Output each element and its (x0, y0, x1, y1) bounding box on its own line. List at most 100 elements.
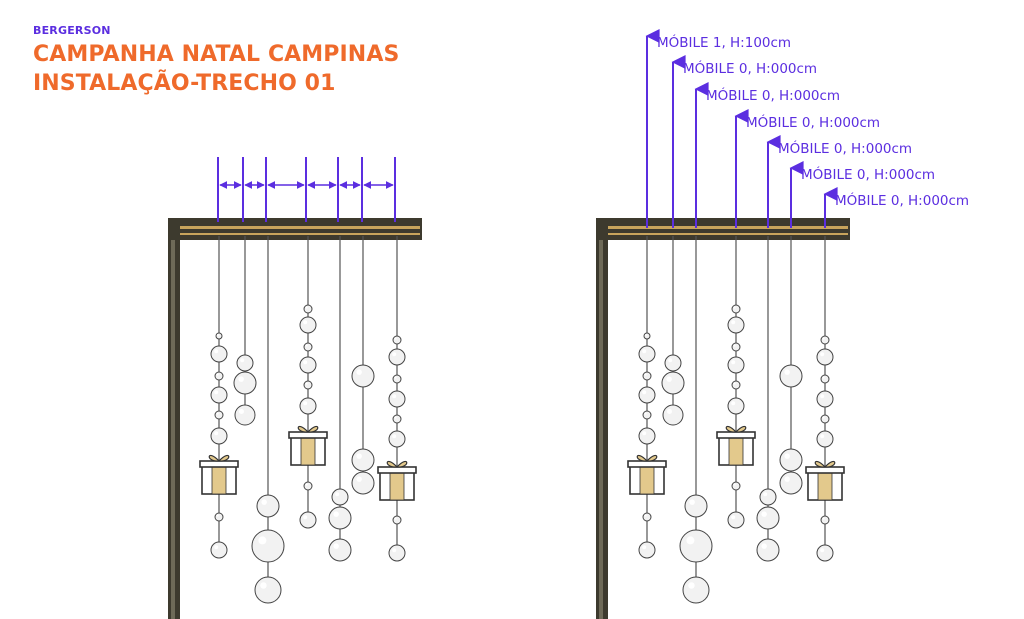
ornament-highlight (731, 360, 736, 365)
ornament-highlight (356, 369, 362, 375)
gift-ribbon (817, 469, 833, 501)
ornament-ball (214, 512, 224, 522)
ornament-ball (642, 371, 652, 381)
mobile-label: MÓBILE 0, H:000cm (683, 59, 817, 77)
ornament-highlight (356, 453, 362, 459)
ornament-ball (820, 414, 830, 424)
ornament-ball (638, 427, 656, 445)
ornament-ball (210, 345, 228, 363)
ornament-highlight (394, 517, 397, 520)
ornament-highlight (392, 434, 397, 439)
ornament-ball (351, 471, 375, 495)
ornament-highlight (214, 390, 219, 395)
ornament-highlight (394, 337, 397, 340)
ornament-ball (816, 348, 834, 366)
gift-bow (208, 454, 230, 462)
ornament-ball (215, 332, 223, 340)
ornament-ball (256, 494, 280, 518)
ornament-highlight (642, 431, 647, 436)
header: BERGERSON CAMPANHA NATAL CAMPINAS INSTAL… (33, 24, 399, 98)
ornament-ball (214, 410, 224, 420)
ornament-ball (731, 380, 741, 390)
ornament-highlight (261, 499, 267, 505)
mobile-height-callout: MÓBILE 0, H:000cm (823, 187, 969, 228)
gift-lid (199, 460, 239, 468)
hanging-mobile (661, 236, 685, 426)
mobile-label: MÓBILE 1, H:100cm (657, 33, 791, 51)
ornament-ball (388, 390, 406, 408)
ornament-highlight (820, 548, 825, 553)
ornament-highlight (392, 394, 397, 399)
ornament-highlight (784, 476, 790, 482)
gift-lid (805, 466, 845, 474)
ornament-ball (820, 374, 830, 384)
hanging-mobile (679, 236, 713, 604)
ornament-ball (388, 544, 406, 562)
brand-name: BERGERSON (33, 24, 111, 37)
hanging-mobile (233, 236, 257, 426)
ornament-highlight (666, 376, 672, 382)
ornament-highlight (688, 582, 695, 589)
ornament-highlight (820, 394, 825, 399)
ornament-ball (328, 506, 352, 530)
ornament-ball (638, 386, 656, 404)
hanging-mobile (251, 236, 285, 604)
ornament-highlight (239, 409, 244, 414)
mobile-height-callout: MÓBILE 0, H:000cm (671, 55, 817, 228)
ornament-ball (682, 576, 710, 604)
ornament-ball (210, 386, 228, 404)
ornament-highlight (303, 360, 308, 365)
ornament-highlight (763, 492, 768, 497)
ornament-highlight (216, 373, 219, 376)
ornament-highlight (303, 515, 308, 520)
ornament-ball (210, 427, 228, 445)
ornament-highlight (240, 358, 245, 363)
hanging-mobile (716, 236, 756, 529)
ornament-highlight (644, 333, 647, 336)
hanging-mobile (756, 236, 780, 562)
gift-bow (297, 425, 319, 433)
ornament-ball (661, 371, 685, 395)
hanging-mobile (199, 236, 239, 559)
ornament-highlight (214, 545, 219, 550)
gift-lid (377, 466, 417, 474)
ornament-ball (210, 541, 228, 559)
ornament-highlight (216, 333, 219, 336)
ornament-ball (392, 515, 402, 525)
ornament-ball (816, 430, 834, 448)
mobile-label: MÓBILE 0, H:000cm (835, 191, 969, 209)
ornament-ball (816, 544, 834, 562)
gift-lid (627, 460, 667, 468)
post-highlight (599, 240, 603, 619)
ornament-highlight (214, 349, 219, 354)
ornament-highlight (761, 543, 767, 549)
ornament-highlight (305, 382, 308, 385)
hanging-mobile (779, 236, 803, 495)
ornament-ball (684, 494, 708, 518)
beam-wood-strip (600, 233, 848, 235)
ornament-highlight (733, 306, 736, 309)
ornament-ball (234, 404, 256, 426)
gift-bow (636, 454, 658, 462)
beam-wood-strip (600, 226, 848, 229)
ornament-highlight (216, 514, 219, 517)
ornament-ball (299, 316, 317, 334)
ornament-ball (662, 404, 684, 426)
post-highlight (171, 240, 175, 619)
gift-ribbon (389, 469, 405, 501)
ornament-highlight (686, 536, 695, 545)
hanging-mobile (805, 236, 845, 562)
ornament-highlight (333, 511, 339, 517)
ornament-ball (642, 512, 652, 522)
mobile-height-callout: MÓBILE 1, H:100cm (645, 29, 791, 228)
hanging-mobile (328, 236, 352, 562)
ornament-highlight (644, 514, 647, 517)
ornament-ball (779, 364, 803, 388)
gift-lid (288, 431, 328, 439)
ornament-highlight (238, 376, 244, 382)
ornament-highlight (733, 483, 736, 486)
ornament-highlight (642, 545, 647, 550)
gift-bow (386, 460, 408, 468)
ornament-ball (820, 515, 830, 525)
ornament-highlight (820, 352, 825, 357)
